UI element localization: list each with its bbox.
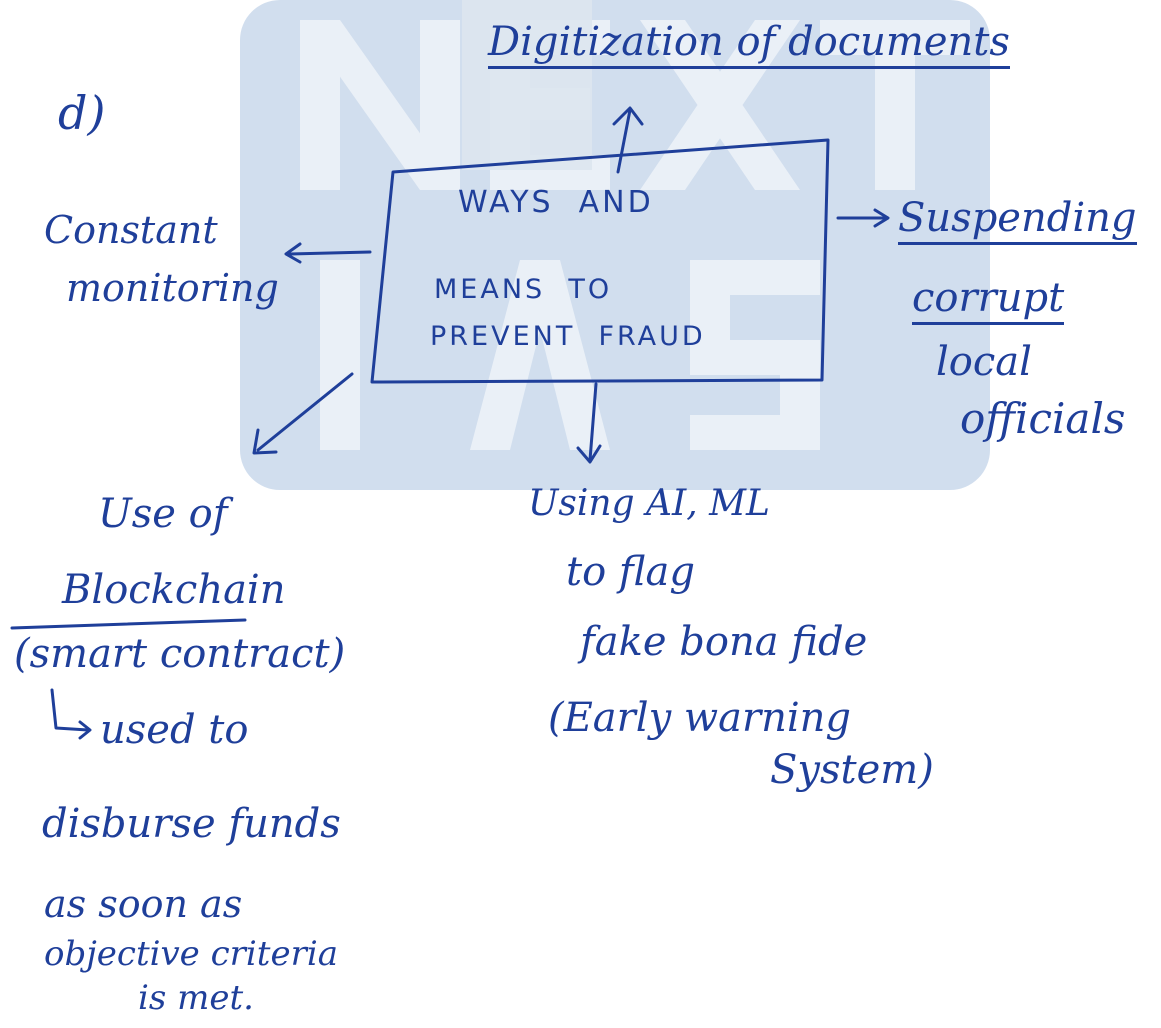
right-node-line-1: Suspending bbox=[898, 196, 1137, 245]
top-node-text: Digitization of documents bbox=[488, 20, 1010, 69]
arrow-up bbox=[616, 108, 632, 174]
bottom-left-line-6: as soon as bbox=[44, 882, 243, 926]
left-node-line-2: monitoring bbox=[66, 266, 279, 310]
right-node-line-2: corrupt bbox=[912, 276, 1065, 325]
center-box bbox=[370, 138, 830, 384]
bottom-left-line-7: objective criteria bbox=[44, 934, 338, 974]
right-node-line-3: local bbox=[936, 339, 1032, 385]
bottom-left-line-2: Blockchain bbox=[62, 567, 286, 613]
arrow-down bbox=[588, 382, 598, 462]
arrow-down-left bbox=[256, 372, 354, 452]
bottom-center-line-2: to flag bbox=[566, 549, 696, 595]
hook-arrow bbox=[50, 688, 90, 732]
right-node-line-4: officials bbox=[960, 394, 1126, 443]
center-line-3: PREVENT FRAUD bbox=[430, 321, 706, 352]
arrow-down-left-head bbox=[252, 428, 278, 455]
center-line-1: WAYS AND bbox=[458, 185, 654, 220]
question-label: d) bbox=[58, 86, 106, 140]
arrow-down-head bbox=[576, 444, 602, 464]
left-node-line-1: Constant bbox=[44, 208, 218, 252]
bottom-center-line-4: (Early warning bbox=[548, 695, 852, 741]
bottom-center-line-1: Using AI, ML bbox=[528, 483, 770, 524]
arrow-left-head bbox=[284, 242, 302, 264]
hook-arrow-head bbox=[78, 720, 92, 740]
bottom-center-line-5: System) bbox=[770, 747, 934, 793]
bottom-left-line-8: is met. bbox=[138, 978, 254, 1018]
arrow-up-head bbox=[612, 106, 644, 126]
bottom-left-line-1: Use of bbox=[98, 491, 228, 537]
bottom-center-line-3: fake bona fide bbox=[580, 619, 868, 665]
bottom-left-line-4: used to bbox=[100, 707, 249, 753]
arrow-right-head bbox=[873, 208, 890, 228]
blockchain-underline bbox=[10, 618, 247, 630]
arrow-left bbox=[288, 250, 372, 256]
bottom-left-line-5: disburse funds bbox=[42, 801, 341, 847]
center-line-2: MEANS TO bbox=[434, 274, 613, 305]
bottom-left-line-3: (smart contract) bbox=[14, 631, 346, 677]
